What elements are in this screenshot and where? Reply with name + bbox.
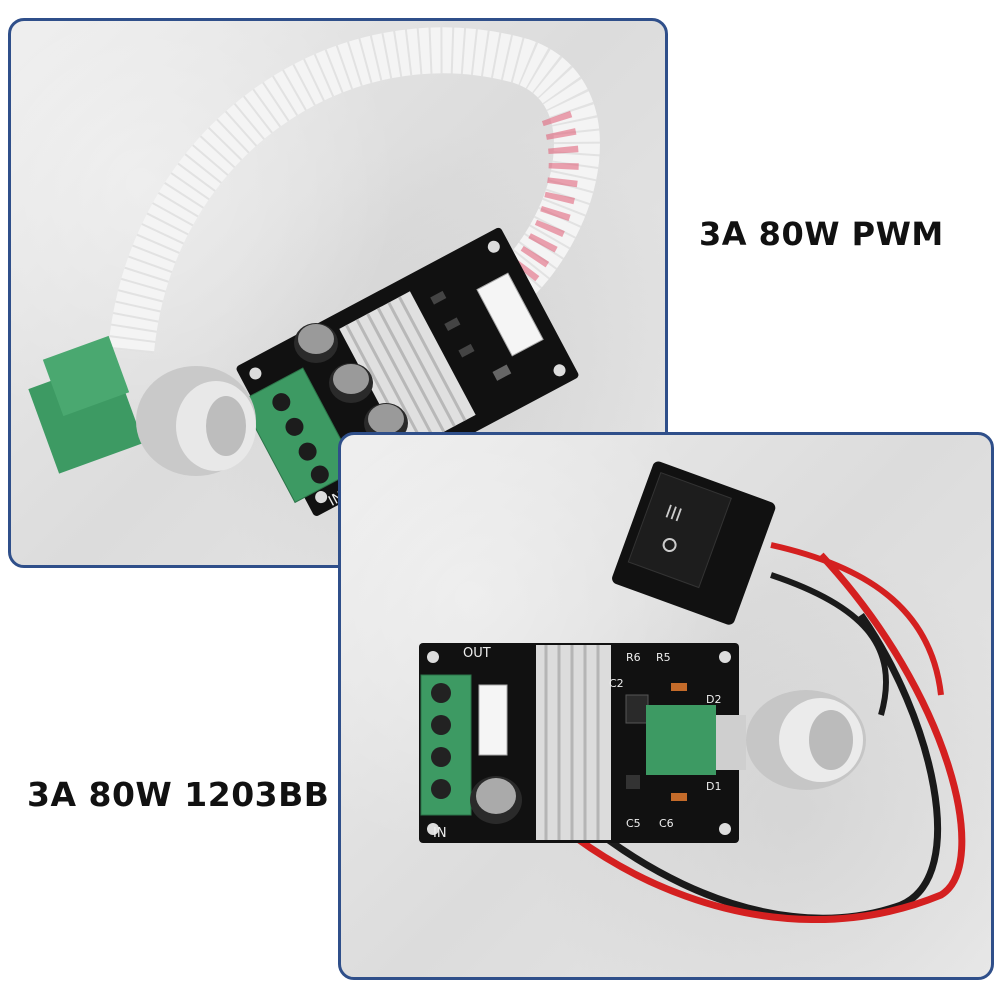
1203bb-board-photo: III OUT IN R6	[419, 461, 966, 924]
marking-c2: C2	[609, 677, 624, 690]
potentiometer	[646, 690, 866, 790]
ribbon-red-stripes	[500, 110, 579, 297]
screw-terminal	[420, 674, 472, 816]
product-label-bottom: 3A 80W 1203BB	[27, 775, 330, 814]
marking-r6: R6	[626, 651, 641, 664]
marking-c5: C5	[626, 817, 641, 830]
screw-terminal	[240, 367, 358, 504]
marking-d1: D1	[706, 780, 721, 793]
rocker-switch: III	[612, 461, 776, 625]
marking-c6: C6	[659, 817, 674, 830]
ribbon-connector	[476, 272, 544, 357]
pwm-board-photo: IN +	[28, 27, 600, 516]
product-photo-bottom: III OUT IN R6	[338, 432, 994, 980]
heatsink	[339, 291, 476, 453]
capacitors	[294, 323, 408, 443]
marking-out: OUT	[463, 646, 491, 661]
marking-d2: D2	[706, 693, 721, 706]
marking-in: IN	[433, 826, 447, 841]
marking-r5: R5	[656, 651, 671, 664]
potentiometer	[28, 335, 256, 476]
product-photo-top: IN +	[8, 18, 668, 568]
svg-text:III: III	[662, 501, 684, 526]
ribbon-cable	[108, 27, 600, 354]
product-label-top: 3A 80W PWM	[699, 215, 944, 253]
wire-red	[488, 552, 966, 924]
